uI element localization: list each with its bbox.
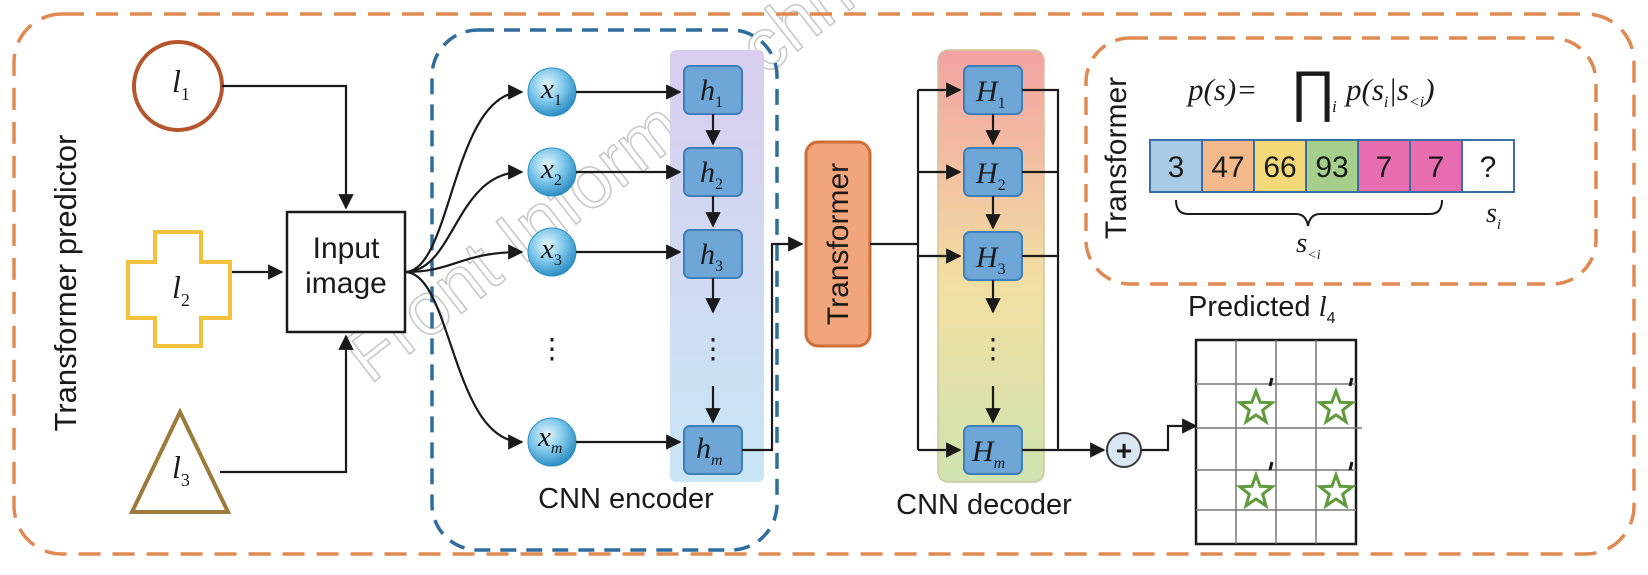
H-ellipsis: ⋮ bbox=[979, 333, 1007, 364]
H-label-1: H1 bbox=[975, 75, 1006, 112]
h-ellipsis: ⋮ bbox=[699, 333, 727, 364]
token-cell bbox=[1201, 139, 1255, 193]
line-decoder-collector bbox=[1022, 88, 1060, 450]
arrow-image-to-xm bbox=[404, 270, 524, 450]
star-icon bbox=[1235, 470, 1277, 510]
encoder-frame bbox=[430, 28, 779, 552]
input-image-line2: image bbox=[305, 267, 387, 300]
cross-icon bbox=[126, 230, 232, 348]
x-ellipsis: ⋮ bbox=[538, 333, 566, 364]
side-title: Transformer predictor bbox=[48, 135, 83, 432]
predicted-label: Predicted l4 bbox=[1188, 291, 1336, 327]
outer-frame bbox=[12, 12, 1636, 556]
triangle-icon bbox=[128, 407, 232, 514]
x-label-m: xm bbox=[537, 421, 562, 457]
decoder-label: CNN decoder bbox=[896, 489, 1072, 521]
star-icon bbox=[1235, 386, 1277, 426]
arrow-image-to-x2 bbox=[404, 164, 524, 274]
input-label-l2: l2 bbox=[172, 269, 190, 310]
token-value: 93 bbox=[1315, 151, 1348, 184]
plus-symbol: + bbox=[1116, 435, 1132, 466]
token-value: ? bbox=[1480, 151, 1497, 184]
token-value: 3 bbox=[1168, 151, 1185, 184]
arrow-l3-to-image bbox=[220, 334, 354, 474]
encoder-label: CNN encoder bbox=[538, 483, 714, 515]
tick-mark bbox=[1348, 461, 1354, 471]
transformer-detail-label: Transformer bbox=[1100, 77, 1133, 239]
token-cell bbox=[1253, 139, 1307, 193]
h-label-1: h1 bbox=[700, 74, 723, 111]
H-label-m: Hm bbox=[971, 435, 1005, 472]
input-label-l3: l3 bbox=[172, 449, 190, 490]
token-value: 66 bbox=[1263, 151, 1296, 184]
input-label-l1: l1 bbox=[172, 63, 190, 104]
token-cell bbox=[1461, 139, 1515, 193]
token-value: 7 bbox=[1428, 151, 1445, 184]
predicted-stars bbox=[1235, 377, 1357, 510]
tick-mark bbox=[1268, 461, 1274, 471]
tick-mark bbox=[1348, 377, 1354, 387]
x-label-2: x2 bbox=[540, 153, 562, 189]
star-icon bbox=[1315, 470, 1357, 510]
formula-prod-sub: i bbox=[1332, 97, 1337, 116]
token-cell bbox=[1149, 139, 1203, 193]
x-label-3: x3 bbox=[540, 233, 562, 269]
token-sequence: 3 47 66 93 7 7? bbox=[1149, 139, 1515, 193]
token-cell bbox=[1357, 139, 1411, 193]
watermark-text: Front Inform Technol El bbox=[329, 0, 982, 398]
predicted-grid bbox=[1194, 338, 1362, 546]
input-image-line1: Input bbox=[313, 232, 380, 265]
h-label-3: h3 bbox=[700, 238, 723, 275]
formula-prod: ∏ bbox=[1290, 59, 1336, 122]
h-label-2: h2 bbox=[700, 156, 723, 193]
H-label-2: H2 bbox=[975, 157, 1006, 194]
token-value: 47 bbox=[1211, 151, 1244, 184]
s-lt-i-label: s<i bbox=[1296, 227, 1321, 263]
arrow-hm-to-transformer bbox=[742, 236, 804, 452]
tick-mark bbox=[1268, 377, 1274, 387]
H-label-3: H3 bbox=[975, 241, 1006, 278]
x-label-1: x1 bbox=[540, 73, 562, 109]
h-label-m: hm bbox=[696, 432, 723, 469]
star-icon bbox=[1315, 386, 1357, 426]
arrow-image-to-x3 bbox=[404, 244, 524, 274]
context-brace bbox=[1175, 199, 1443, 227]
transformer-block-label: Transformer bbox=[822, 163, 855, 325]
token-value: 7 bbox=[1376, 151, 1393, 184]
arrow-l1-to-image bbox=[222, 84, 354, 210]
arrow-plus-to-grid bbox=[1141, 418, 1198, 452]
formula-rhs: p(si|s<i) bbox=[1344, 72, 1435, 111]
arrow-image-to-x1 bbox=[404, 84, 524, 274]
transformer-detail-frame bbox=[1084, 36, 1598, 286]
s-i-label: si bbox=[1486, 198, 1501, 233]
formula-lhs: p(s)= bbox=[1186, 72, 1257, 107]
